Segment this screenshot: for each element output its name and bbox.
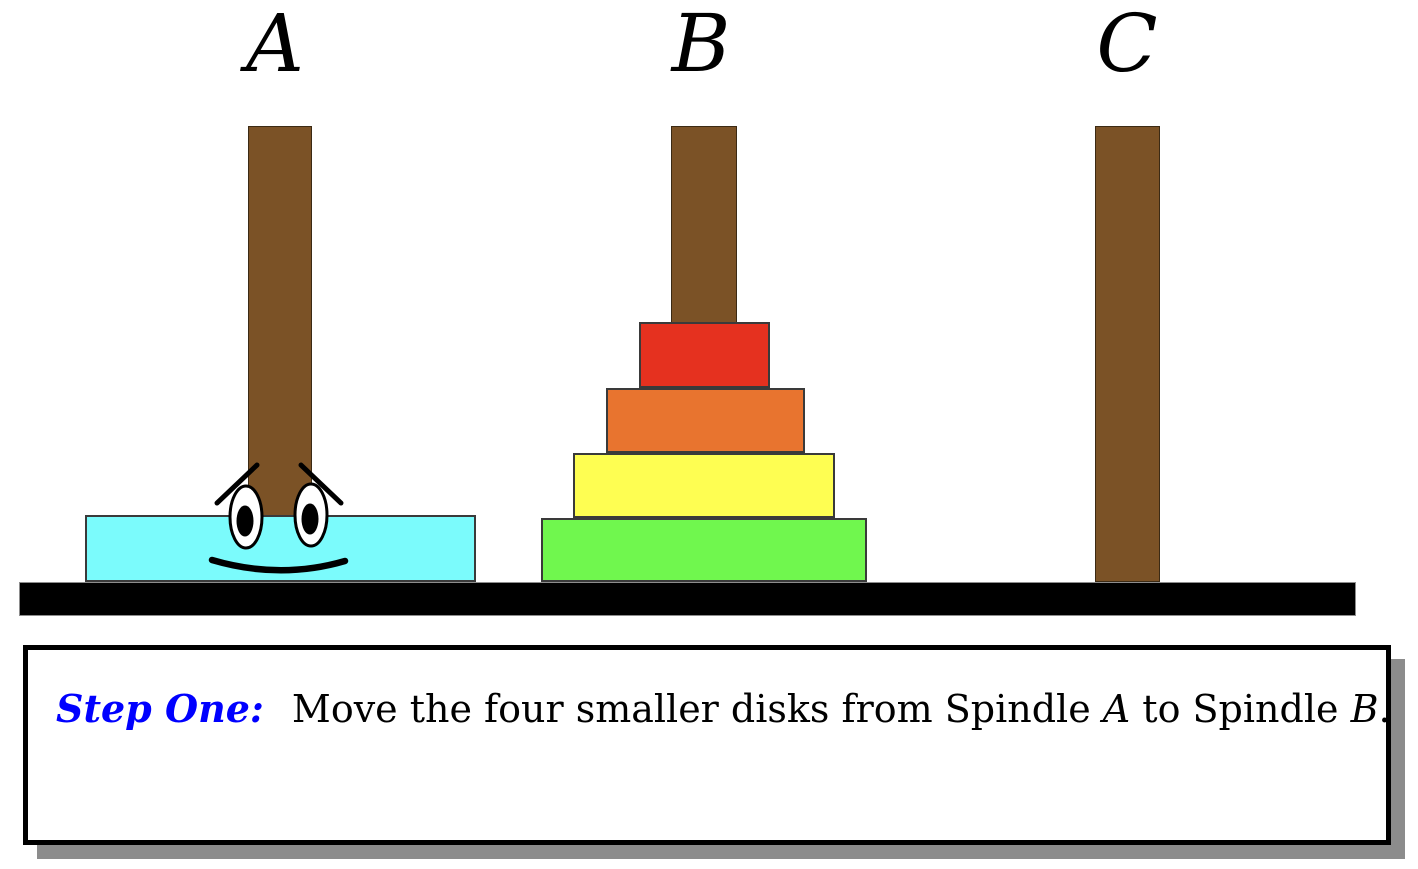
spindle-c-post	[1095, 126, 1160, 582]
step-label: Step One:	[56, 686, 264, 731]
disk-4	[541, 518, 867, 582]
right-pupil	[301, 503, 319, 535]
right-eyebrow	[298, 462, 344, 506]
spindle-b-label: B	[671, 0, 731, 90]
left-pupil	[236, 505, 254, 537]
instruction-part-3: .	[1378, 687, 1391, 731]
spindle-b-reference: B	[1350, 687, 1379, 731]
disk-2	[606, 388, 805, 453]
smiley-face	[208, 462, 349, 574]
instruction-text: Step One: Move the four smaller disks fro…	[28, 650, 1391, 733]
left-eyebrow	[214, 462, 260, 506]
spindle-a-label: A	[246, 0, 304, 90]
spindle-c-label: C	[1096, 0, 1158, 90]
instruction-part-2: to Spindle	[1130, 687, 1351, 731]
disk-5-largest	[85, 515, 476, 582]
instruction-part-1: Move the four smaller disks from Spindle	[291, 687, 1103, 731]
smile	[208, 556, 349, 574]
base-platform	[19, 582, 1356, 616]
spindle-a-reference: A	[1102, 687, 1131, 731]
instruction-box: Step One: Move the four smaller disks fro…	[23, 645, 1391, 845]
disk-1-smallest	[639, 322, 770, 388]
disk-3	[573, 453, 835, 518]
